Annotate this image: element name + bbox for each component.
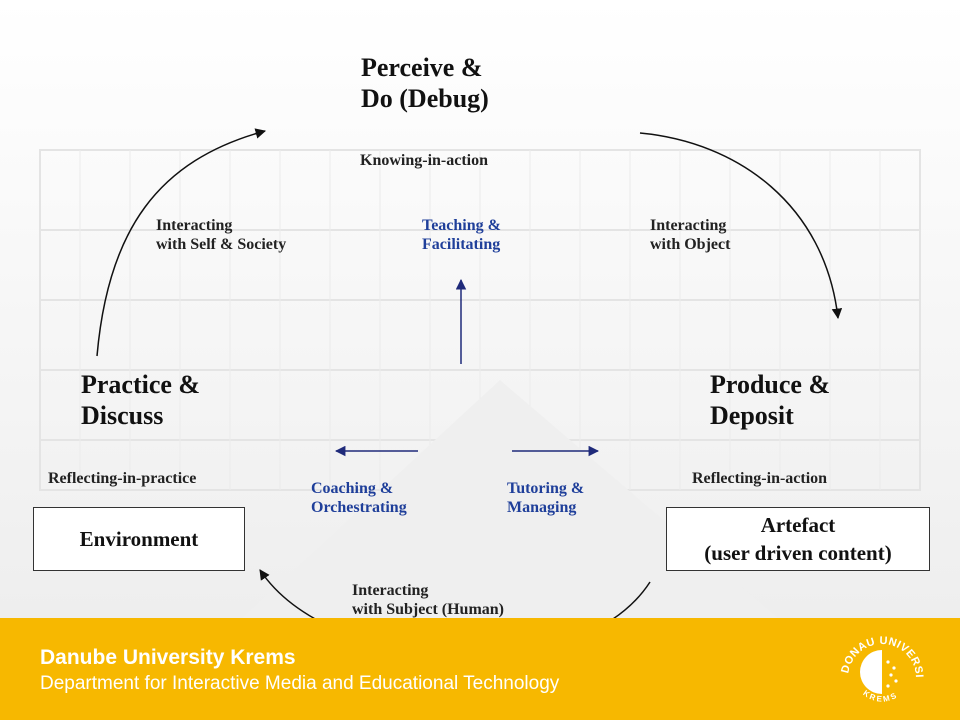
role-tutoring: Tutoring & Managing [507,479,584,517]
arc-label-subject-line2: with Subject (Human) [352,601,505,619]
artefact-box-label-line2: (user driven content) [704,541,892,565]
arc-practice-to-perceive [96,128,267,357]
node-produce-subtitle: Reflecting-in-action [692,470,828,487]
arc-label-self-society-line1: Interacting [156,217,233,234]
node-perceive-line1: Perceive & [361,53,483,82]
node-produce-title: Produce & Deposit [710,369,830,431]
arc-label-subject: Interacting with Subject (Human) [352,581,504,619]
role-teaching-line2: Facilitating [422,236,501,254]
node-perceive-subtitle: Knowing-in-action [360,152,489,169]
arc-label-object-line1: Interacting [650,217,727,234]
artefact-box-label-line1: Artefact [760,512,836,537]
role-teaching: Teaching & Facilitating [422,216,501,254]
role-tutoring-line1: Tutoring & [507,480,585,497]
node-practice-line1: Practice & [81,370,201,399]
role-coaching-line2: Orchestrating [311,499,407,517]
node-perceive-title: Perceive & Do (Debug) [361,52,489,114]
node-practice-line2: Discuss [81,401,164,431]
arc-label-self-society: Interacting with Self & Society [156,216,286,254]
university-logo-icon: DONAU UNIVERSITÄT KREMS [836,628,925,704]
node-practice-title: Practice & Discuss [81,369,200,431]
role-teaching-line1: Teaching & [422,217,501,234]
arc-label-self-society-line2: with Self & Society [156,236,287,254]
footer-bar [0,618,960,720]
node-produce-line1: Produce & [710,370,831,399]
node-perceive-line2: Do (Debug) [361,84,489,114]
arc-label-object: Interacting with Object [650,216,730,254]
artefact-box: Artefact (user driven content) [666,507,930,571]
footer-university-name: Danube University Krems [40,646,296,669]
role-coaching-line1: Coaching & [311,480,394,497]
node-produce-line2: Deposit [710,401,794,431]
footer-department-name: Department for Interactive Media and Edu… [40,673,560,694]
node-practice-subtitle: Reflecting-in-practice [48,470,197,487]
arc-perceive-to-produce [639,132,843,320]
arc-label-subject-line1: Interacting [352,582,429,599]
environment-box: Environment [33,507,245,571]
arc-label-object-line2: with Object [650,236,731,254]
role-coaching: Coaching & Orchestrating [311,479,407,517]
environment-box-label: Environment [79,526,199,551]
role-tutoring-line2: Managing [507,499,577,517]
